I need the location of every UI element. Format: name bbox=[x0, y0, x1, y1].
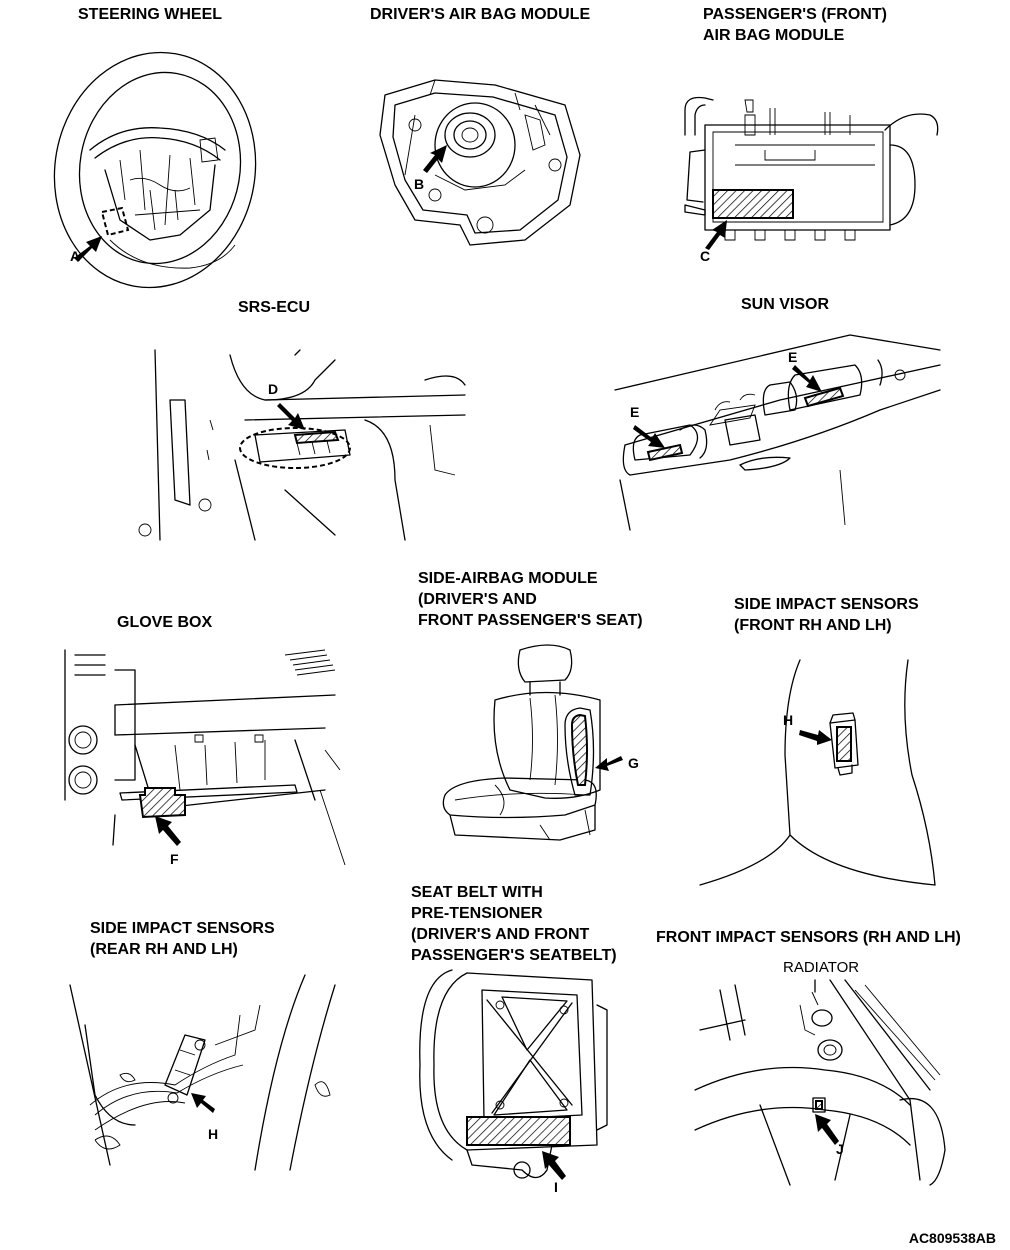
label-j: J bbox=[836, 1141, 844, 1157]
label-a: A bbox=[70, 248, 81, 264]
srs-ecu-drawing bbox=[135, 340, 465, 550]
side-airbag-drawing bbox=[435, 640, 623, 850]
glove-box-drawing bbox=[55, 650, 345, 865]
side-sensor-rear-title: SIDE IMPACT SENSORS (REAR RH AND LH) bbox=[90, 920, 275, 958]
label-h-rear: H bbox=[208, 1126, 219, 1142]
passenger-airbag-drawing bbox=[675, 90, 950, 250]
driver-airbag-drawing bbox=[375, 75, 590, 250]
sun-visor-title: SUN VISOR bbox=[741, 296, 830, 313]
front-sensor-drawing bbox=[690, 980, 950, 1185]
label-b: B bbox=[414, 176, 425, 192]
passenger-airbag-title: PASSENGER'S (FRONT) AIR BAG MODULE bbox=[703, 6, 887, 44]
side-airbag-title: SIDE-AIRBAG MODULE (DRIVER'S AND FRONT P… bbox=[418, 570, 643, 629]
label-h-front: H bbox=[783, 712, 794, 728]
steering-wheel-drawing bbox=[50, 40, 260, 290]
label-e-2: E bbox=[788, 349, 798, 365]
glove-box-title: GLOVE BOX bbox=[117, 614, 213, 631]
radiator-callout: RADIATOR bbox=[783, 959, 860, 976]
label-g: G bbox=[628, 755, 639, 771]
srs-ecu-title: SRS-ECU bbox=[238, 299, 311, 316]
seat-belt-title: SEAT BELT WITH PRE-TENSIONER (DRIVER'S A… bbox=[411, 884, 617, 964]
label-d: D bbox=[268, 381, 279, 397]
side-sensor-front-drawing bbox=[690, 655, 940, 890]
driver-airbag-title: DRIVER'S AIR BAG MODULE bbox=[370, 6, 591, 23]
label-i: I bbox=[554, 1179, 558, 1195]
label-c: C bbox=[700, 248, 711, 264]
figure-code: AC809538AB bbox=[908, 1230, 996, 1246]
label-f: F bbox=[170, 851, 179, 867]
side-sensor-rear-drawing bbox=[65, 975, 365, 1175]
front-sensor-title: FRONT IMPACT SENSORS (RH AND LH) bbox=[656, 929, 961, 946]
side-sensor-front-title: SIDE IMPACT SENSORS (FRONT RH AND LH) bbox=[734, 596, 919, 634]
steering-wheel-title: STEERING WHEEL bbox=[78, 6, 223, 23]
seat-belt-drawing bbox=[412, 965, 612, 1180]
label-e-1: E bbox=[630, 404, 640, 420]
sun-visor-drawing bbox=[610, 330, 940, 530]
